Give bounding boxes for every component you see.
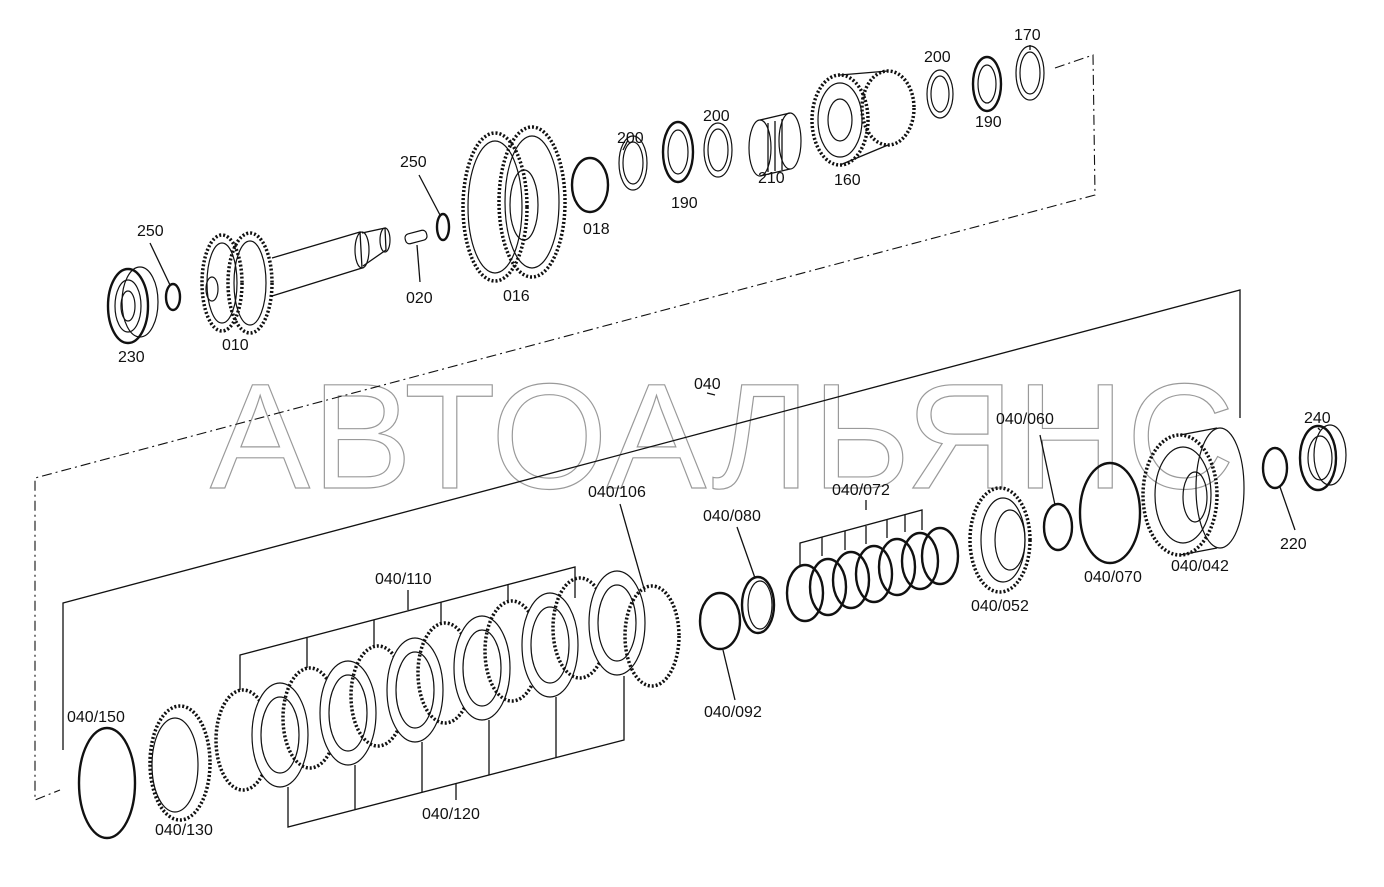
bracket-040-072 — [799, 509, 923, 565]
label-020: 020 — [406, 290, 433, 307]
part-040-060-ring[interactable] — [1042, 502, 1074, 552]
label-250a: 250 — [137, 223, 164, 240]
label-190b: 190 — [975, 114, 1002, 131]
label-018: 018 — [583, 221, 610, 238]
label-240: 240 — [1304, 410, 1331, 427]
label-170: 170 — [1014, 27, 1041, 44]
label-010: 010 — [222, 337, 249, 354]
part-040-052-piston[interactable] — [968, 486, 1032, 594]
label-250b: 250 — [400, 154, 427, 171]
label-160: 160 — [834, 172, 861, 189]
label-040-110: 040/110 — [375, 571, 432, 588]
label-016: 016 — [503, 288, 530, 305]
part-220-snap-ring[interactable] — [1261, 446, 1289, 490]
clutch-pack — [214, 570, 681, 792]
label-040-052: 040/052 — [971, 598, 1029, 615]
label-230: 230 — [118, 349, 145, 366]
label-200b: 200 — [703, 108, 730, 125]
part-200-washer-c[interactable] — [926, 69, 954, 119]
label-200c: 200 — [924, 49, 951, 66]
label-040-070: 040/070 — [1084, 569, 1142, 586]
part-040-072-springs[interactable] — [785, 526, 960, 623]
part-210-needle-bearing[interactable] — [748, 112, 802, 177]
label-040-042: 040/042 — [1171, 558, 1229, 575]
bracket-040-110 — [239, 566, 576, 690]
part-040-150-ring[interactable] — [77, 726, 137, 840]
label-040-072: 040/072 — [832, 482, 890, 499]
label-190a: 190 — [671, 195, 698, 212]
part-250-ring-b[interactable] — [435, 212, 451, 242]
label-210: 210 — [758, 170, 785, 187]
part-016-gear[interactable] — [461, 125, 567, 283]
part-040-080-seal[interactable] — [740, 575, 776, 635]
label-200a: 200 — [617, 130, 644, 147]
part-200-washer-b[interactable] — [703, 122, 733, 178]
part-040-092-ring[interactable] — [698, 591, 742, 651]
watermark-text: АВТОАЛЬЯНС — [210, 352, 1237, 520]
part-040-070-oring[interactable] — [1078, 461, 1142, 565]
label-040-106: 040/106 — [588, 484, 646, 501]
leader-lines — [149, 45, 1321, 701]
part-040-106-disc[interactable] — [623, 584, 681, 688]
label-040-130: 040/130 — [155, 822, 213, 839]
label-040-080: 040/080 — [703, 508, 761, 525]
part-190-bearing-a[interactable] — [661, 120, 695, 184]
part-190-bearing-b[interactable] — [971, 55, 1003, 113]
bracket-040-120 — [287, 676, 625, 828]
part-200-washer-a[interactable] — [618, 135, 648, 191]
part-040-042-housing[interactable] — [1141, 427, 1245, 557]
part-240-bearing[interactable] — [1298, 424, 1347, 492]
label-040-092: 040/092 — [704, 704, 762, 721]
bracket-040 — [62, 289, 1241, 750]
assembly-outline — [34, 54, 1096, 801]
label-040-120: 040/120 — [422, 806, 480, 823]
label-040-060: 040/060 — [996, 411, 1054, 428]
part-020-pin[interactable] — [404, 229, 428, 245]
label-040: 040 — [694, 376, 721, 393]
part-250-snap-ring[interactable] — [164, 282, 182, 312]
label-040-150: 040/150 — [67, 709, 125, 726]
part-018-snap-ring[interactable] — [570, 156, 610, 214]
part-160-gear[interactable] — [810, 69, 916, 167]
part-labels: 230 250 010 250 020 016 018 200 190 200 … — [67, 27, 1331, 839]
part-170-washer[interactable] — [1015, 45, 1045, 101]
label-220: 220 — [1280, 536, 1307, 553]
part-230-bearing[interactable] — [106, 266, 159, 345]
part-010-shaft[interactable] — [200, 227, 391, 335]
part-040-130-disc[interactable] — [148, 704, 212, 822]
